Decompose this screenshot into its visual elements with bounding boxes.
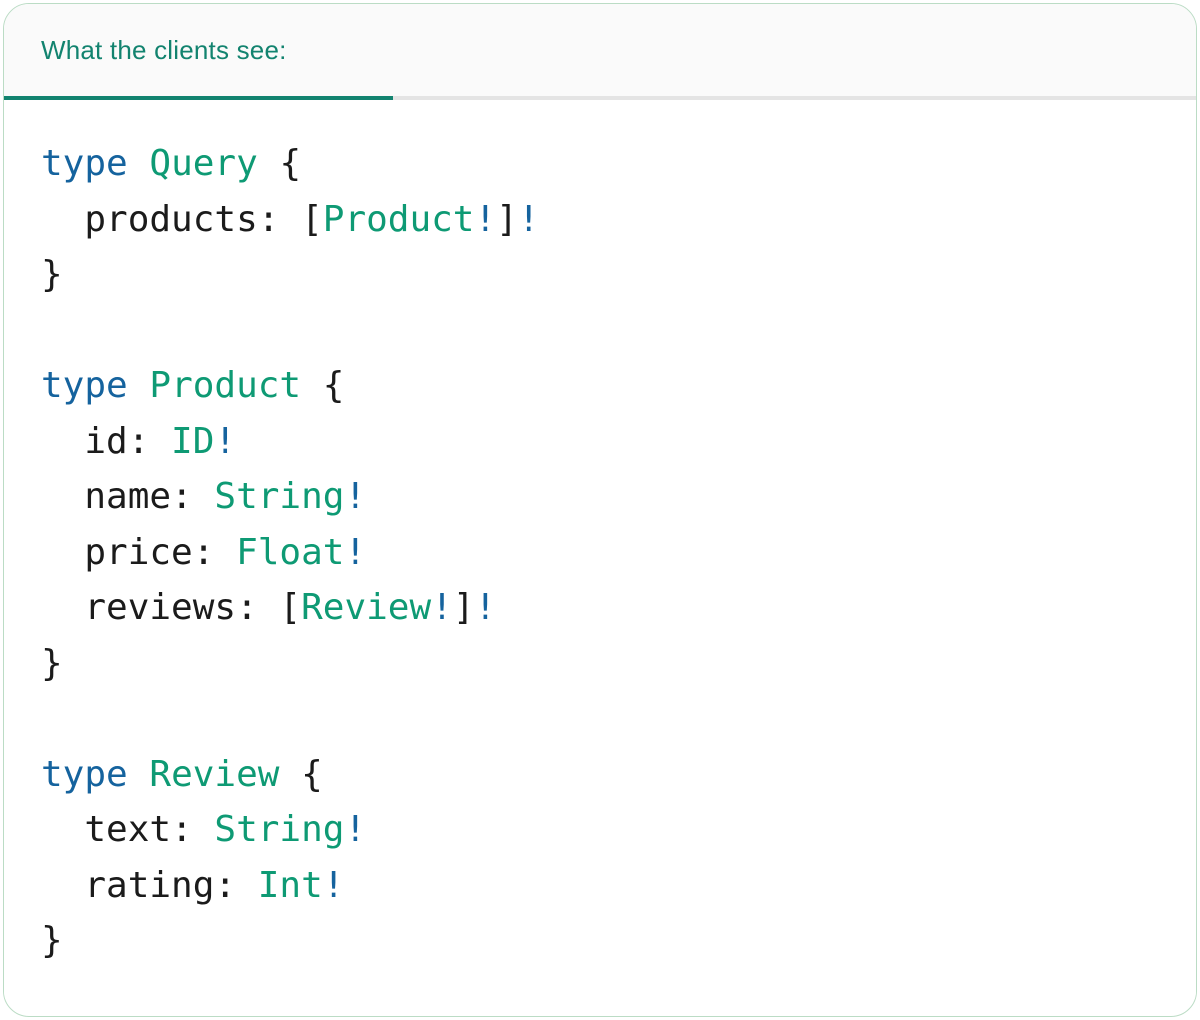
code-line: type Query { — [41, 143, 302, 184]
tab-label: What the clients see: — [41, 34, 287, 65]
code-line: text: String! — [41, 809, 367, 850]
code-line: reviews: [Review!]! — [41, 587, 497, 628]
code-panel: What the clients see: type Query { produ… — [3, 3, 1197, 1017]
code-line: } — [41, 254, 63, 295]
code-line: } — [41, 642, 63, 684]
code-line: products: [Product!]! — [41, 198, 540, 240]
code-area: type Query { products: [Product!]! } typ… — [4, 100, 1196, 999]
tab-bar: What the clients see: — [4, 4, 1196, 100]
code-line: type Review { — [41, 753, 323, 795]
code-line: price: Float! — [41, 531, 367, 573]
tab-what-clients-see[interactable]: What the clients see: — [4, 4, 393, 100]
code-line: } — [41, 920, 63, 961]
code-line: rating: Int! — [41, 864, 345, 906]
code-line: id: ID! — [41, 420, 237, 462]
code-line: type Product { — [41, 365, 345, 406]
code-block: type Query { products: [Product!]! } typ… — [41, 136, 1159, 969]
code-line: name: String! — [41, 476, 367, 517]
